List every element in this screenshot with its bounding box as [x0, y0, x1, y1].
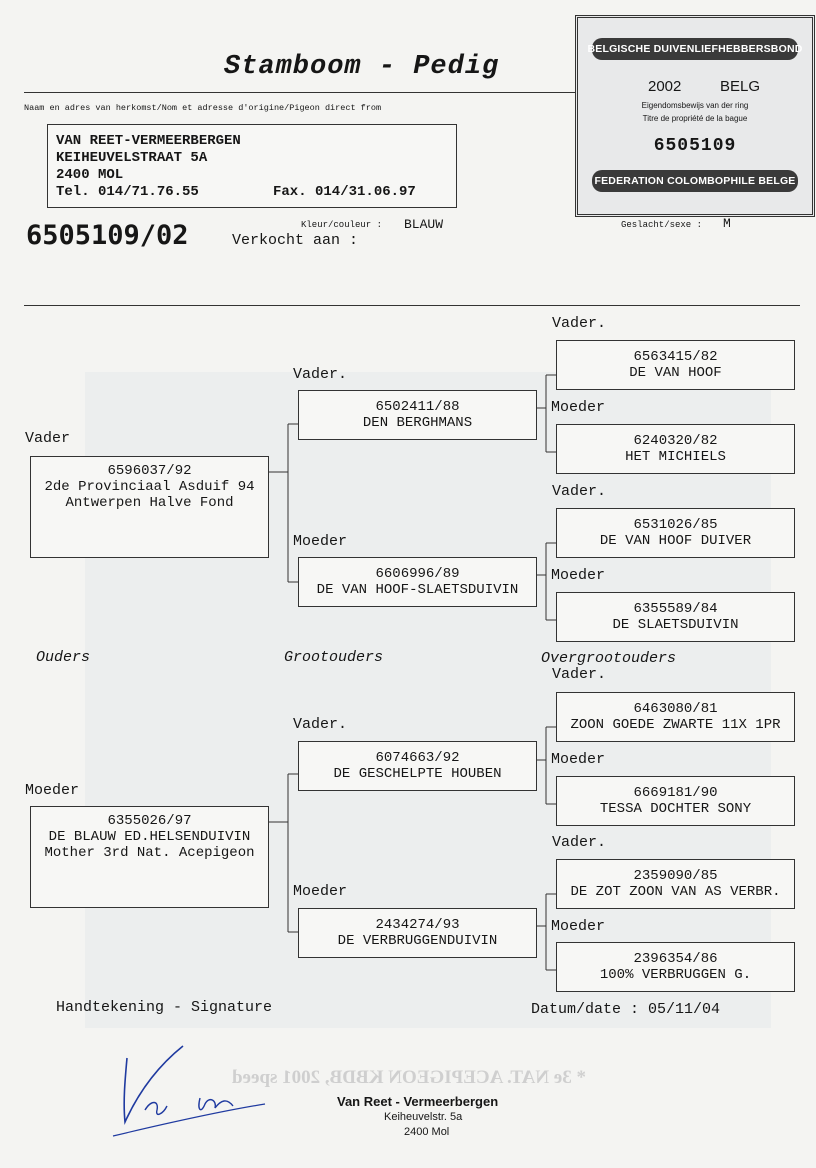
signature-label: Handtekening - Signature [56, 999, 273, 1016]
column-great-grandparents: Overgrootouders [541, 650, 677, 667]
gp4-ring: 2434274/93 [375, 917, 460, 933]
date-label: Datum/date : 05/11/04 [531, 1001, 721, 1018]
stamp-number: 6505109 [653, 136, 737, 156]
sire-line1: 2de Provinciaal Asduif 94 [44, 479, 255, 495]
color-label: Kleur/couleur : [301, 220, 383, 230]
stamp-bottom-band: FEDERATION COLOMBOPHILE BELGE [592, 170, 798, 192]
dam-line2: Mother 3rd Nat. Acepigeon [44, 845, 255, 861]
ggp7-role-label: Vader. [552, 834, 607, 851]
breeder-fax: Fax. 014/31.06.97 [273, 184, 416, 200]
dam-box: 6355026/97 DE BLAUW ED.HELSENDUIVIN Moth… [30, 806, 269, 908]
sex-value: M [723, 216, 731, 231]
footer-stamp-name: Van Reet - Vermeerbergen [337, 1094, 499, 1109]
grandparent-box-2: 6606996/89 DE VAN HOOF-SLAETSDUIVIN [298, 557, 537, 607]
ggp6-ring: 6669181/90 [633, 785, 718, 801]
ggp2-ring: 6240320/82 [633, 433, 718, 449]
ggp5-role-label: Vader. [552, 666, 607, 683]
column-parents: Ouders [36, 649, 91, 666]
ownership-stamp: BELGISCHE DUIVENLIEFHEBBERSBOND 2002 BEL… [575, 15, 815, 217]
stamp-year: 2002 [648, 78, 682, 95]
gp1-role-label: Vader. [293, 366, 348, 383]
breeder-name: VAN REET-VERMEERBERGEN [56, 133, 241, 149]
great-grandparent-box-7: 2359090/85 DE ZOT ZOON VAN AS VERBR. [556, 859, 795, 909]
ggp4-name: DE SLAETSDUIVIN [612, 617, 739, 633]
ggp3-name: DE VAN HOOF DUIVER [599, 533, 752, 549]
ggp6-role-label: Moeder [551, 751, 606, 768]
ggp7-name: DE ZOT ZOON VAN AS VERBR. [570, 884, 781, 900]
grandparent-box-1: 6502411/88 DEN BERGHMANS [298, 390, 537, 440]
color-value: BLAUW [404, 217, 444, 232]
ggp6-name: TESSA DOCHTER SONY [599, 801, 752, 817]
ggp2-name: HET MICHIELS [625, 449, 726, 465]
stamp-line1: Eigendomsbewijs van der ring [641, 101, 749, 110]
footer-stamp-street: Keiheuvelstr. 5a [384, 1111, 463, 1123]
dam-role-label: Moeder [25, 782, 80, 799]
gp3-ring: 6074663/92 [375, 750, 460, 766]
sire-ring: 6596037/92 [107, 463, 192, 479]
header-rule [24, 92, 584, 93]
sire-box: 6596037/92 2de Provinciaal Asduif 94 Ant… [30, 456, 269, 558]
gp1-ring: 6502411/88 [375, 399, 460, 415]
gp4-role-label: Moeder [293, 883, 348, 900]
great-grandparent-box-2: 6240320/82 HET MICHIELS [556, 424, 795, 474]
ggp4-ring: 6355589/84 [633, 601, 718, 617]
stamp-country: BELG [720, 78, 761, 95]
footer-stamp-city: 2400 Mol [404, 1126, 450, 1138]
great-grandparent-box-5: 6463080/81 ZOON GOEDE ZWARTE 11X 1PR [556, 692, 795, 742]
gp3-name: DE GESCHELPTE HOUBEN [333, 766, 502, 782]
breeder-city: 2400 MOL [56, 167, 124, 183]
ggp1-ring: 6563415/82 [633, 349, 718, 365]
stamp-line2: Titre de propriété de la bague [642, 114, 748, 123]
origin-label: Naam en adres van herkomst/Nom et adress… [24, 103, 382, 113]
breeder-address-box: VAN REET-VERMEERBERGEN KEIHEUVELSTRAAT 5… [47, 124, 457, 208]
ggp3-ring: 6531026/85 [633, 517, 718, 533]
great-grandparent-box-3: 6531026/85 DE VAN HOOF DUIVER [556, 508, 795, 558]
ggp8-role-label: Moeder [551, 918, 606, 935]
dam-ring: 6355026/97 [107, 813, 192, 829]
gp2-name: DE VAN HOOF-SLAETSDUIVIN [316, 582, 519, 598]
ggp4-role-label: Moeder [551, 567, 606, 584]
gp3-role-label: Vader. [293, 716, 348, 733]
ggp2-role-label: Moeder [551, 399, 606, 416]
stamp-top-band: BELGISCHE DUIVENLIEFHEBBERSBOND [587, 38, 802, 60]
dam-line1: DE BLAUW ED.HELSENDUIVIN [48, 829, 251, 845]
bleed-through-text: * 3e NAT. ACEPIGEON KBDB, 2001 speed [232, 1067, 586, 1088]
ggp7-ring: 2359090/85 [633, 868, 718, 884]
ggp1-role-label: Vader. [552, 315, 607, 332]
document-title: Stamboom - Pedig [224, 52, 500, 82]
gp4-name: DE VERBRUGGENDUIVIN [337, 933, 498, 949]
great-grandparent-box-4: 6355589/84 DE SLAETSDUIVIN [556, 592, 795, 642]
gp2-ring: 6606996/89 [375, 566, 460, 582]
pigeon-ring-number: 6505109/02 [26, 220, 189, 251]
sold-to-label: Verkocht aan : [232, 232, 359, 249]
ggp1-name: DE VAN HOOF [629, 365, 722, 381]
sire-line2: Antwerpen Halve Fond [65, 495, 234, 511]
great-grandparent-box-6: 6669181/90 TESSA DOCHTER SONY [556, 776, 795, 826]
great-grandparent-box-8: 2396354/86 100% VERBRUGGEN G. [556, 942, 795, 992]
breeder-tel: Tel. 014/71.76.55 [56, 184, 199, 200]
gp2-role-label: Moeder [293, 533, 348, 550]
ggp3-role-label: Vader. [552, 483, 607, 500]
sex-label: Geslacht/sexe : [621, 220, 703, 230]
column-grandparents: Grootouders [284, 649, 384, 666]
great-grandparent-box-1: 6563415/82 DE VAN HOOF [556, 340, 795, 390]
ggp8-ring: 2396354/86 [633, 951, 718, 967]
grandparent-box-3: 6074663/92 DE GESCHELPTE HOUBEN [298, 741, 537, 791]
ggp5-name: ZOON GOEDE ZWARTE 11X 1PR [570, 717, 781, 733]
handwritten-signature [112, 1045, 266, 1137]
ggp5-ring: 6463080/81 [633, 701, 718, 717]
breeder-street: KEIHEUVELSTRAAT 5A [56, 150, 208, 166]
gp1-name: DEN BERGHMANS [362, 415, 473, 431]
ggp8-name: 100% VERBRUGGEN G. [599, 967, 752, 983]
section-divider [24, 305, 800, 306]
grandparent-box-4: 2434274/93 DE VERBRUGGENDUIVIN [298, 908, 537, 958]
sire-role-label: Vader [25, 430, 71, 447]
